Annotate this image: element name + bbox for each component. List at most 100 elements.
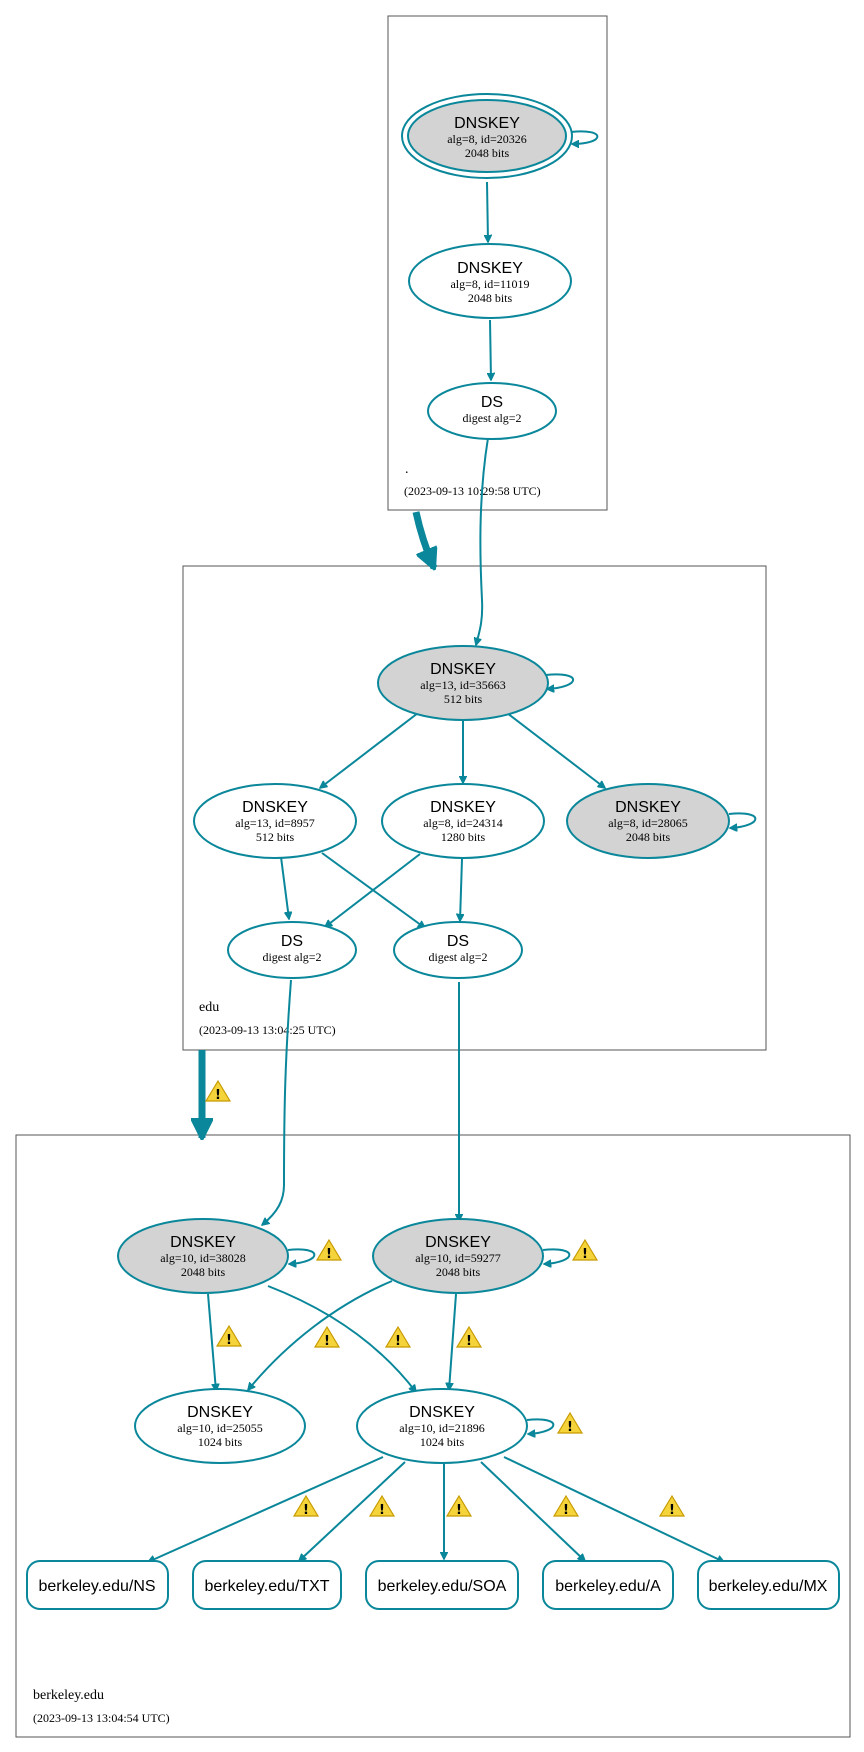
edu-ksk2-title: DNSKEY [615, 799, 681, 816]
root-ksk-bits: 2048 bits [465, 146, 510, 160]
record-a-node[interactable]: berkeley.edu/A [542, 1560, 674, 1610]
record-mx-node[interactable]: berkeley.edu/MX [697, 1560, 840, 1610]
edu-ksk-dnskey-node[interactable]: DNSKEY alg=13, id=35663 512 bits [377, 645, 549, 721]
edu-zsk2-bits: 1280 bits [441, 830, 486, 844]
edge-bk-ksk1-to-zsk1 [207, 1293, 216, 1391]
edu-ksk-bits: 512 bits [444, 692, 483, 706]
edge-edu-ds1-to-bk-ksk1 [262, 979, 292, 1225]
warning-icon-glyph: ! [582, 1247, 588, 1262]
edge-bk-ksk2-to-zsk1 [248, 1280, 393, 1390]
edge-edu-zsk2-to-ds1 [325, 853, 421, 927]
warning-icon[interactable]: ! [292, 1494, 320, 1518]
record-soa-label: berkeley.edu/SOA [378, 1578, 507, 1595]
edge-bk-zsk2-to-mx [503, 1456, 724, 1562]
edge-bk-zsk2-to-txt [299, 1461, 406, 1561]
bk-ksk1-bits: 2048 bits [181, 1265, 226, 1279]
record-ns-node[interactable]: berkeley.edu/NS [26, 1560, 169, 1610]
bk-zsk1-alg: alg=10, id=25055 [177, 1421, 263, 1435]
bk-zsk1-bits: 1024 bits [198, 1435, 243, 1449]
edge-root-zsk-to-ds [490, 319, 491, 380]
edu-ksk2-dnskey-node[interactable]: DNSKEY alg=8, id=28065 2048 bits [566, 783, 730, 859]
warning-icon-glyph: ! [466, 1334, 472, 1349]
bk-zsk2-bits: 1024 bits [420, 1435, 465, 1449]
edge-edu-zsk1-to-ds1 [280, 856, 289, 919]
root-zsk-alg: alg=8, id=11019 [450, 277, 529, 291]
warning-icon[interactable]: ! [384, 1325, 412, 1349]
edu-zsk2-title: DNSKEY [430, 799, 496, 816]
root-ds-title: DS [481, 394, 503, 411]
root-ds-digest: digest alg=2 [462, 411, 521, 425]
bk-ksk2-title: DNSKEY [425, 1234, 491, 1251]
bk-ksk1-dnskey-node[interactable]: DNSKEY alg=10, id=38028 2048 bits [117, 1218, 289, 1294]
warning-icon-glyph: ! [567, 1420, 573, 1435]
bk-ksk2-bits: 2048 bits [436, 1265, 481, 1279]
edge-bk-zsk2-to-a [480, 1461, 585, 1561]
warning-icon-glyph: ! [379, 1503, 385, 1518]
edge-root-ds-to-edu-ksk [476, 437, 489, 645]
warning-icon[interactable]: ! [552, 1494, 580, 1518]
bk-zsk2-alg: alg=10, id=21896 [399, 1421, 485, 1435]
edu-ksk-title: DNSKEY [430, 661, 496, 678]
record-txt-node[interactable]: berkeley.edu/TXT [192, 1560, 342, 1610]
edge-edu-zsk2-to-ds2 [460, 858, 462, 921]
edge-bk-ksk2-to-zsk2 [449, 1293, 457, 1390]
edge-root-ksk-self [570, 130, 599, 144]
record-ns-label: berkeley.edu/NS [38, 1578, 155, 1595]
warning-icon[interactable]: ! [204, 1079, 232, 1103]
edu-zsk2-alg: alg=8, id=24314 [423, 816, 503, 830]
edge-edu-ksk-to-ksk2 [506, 712, 605, 788]
warning-icon[interactable]: ! [455, 1325, 483, 1349]
record-soa-node[interactable]: berkeley.edu/SOA [365, 1560, 519, 1610]
warning-icon-glyph: ! [395, 1334, 401, 1349]
edu-zsk1-dnskey-node[interactable]: DNSKEY alg=13, id=8957 512 bits [193, 783, 357, 859]
edu-zsk1-bits: 512 bits [256, 830, 295, 844]
bk-zsk2-title: DNSKEY [409, 1404, 475, 1421]
edu-ds2-title: DS [447, 933, 469, 950]
warning-icon[interactable]: ! [313, 1325, 341, 1349]
warning-icon[interactable]: ! [556, 1411, 584, 1435]
bk-zsk1-dnskey-node[interactable]: DNSKEY alg=10, id=25055 1024 bits [134, 1388, 306, 1464]
root-zsk-title: DNSKEY [457, 260, 523, 277]
warning-icon-glyph: ! [226, 1333, 232, 1348]
warning-icon[interactable]: ! [315, 1238, 343, 1262]
record-mx-label: berkeley.edu/MX [709, 1578, 828, 1595]
edu-zsk2-dnskey-node[interactable]: DNSKEY alg=8, id=24314 1280 bits [381, 783, 545, 859]
edu-ds1-node[interactable]: DS digest alg=2 [227, 921, 357, 979]
edge-edu-ksk2-self [728, 812, 757, 828]
warning-icon-glyph: ! [669, 1503, 675, 1518]
root-ds-node[interactable]: DS digest alg=2 [427, 382, 557, 440]
bk-ksk2-dnskey-node[interactable]: DNSKEY alg=10, id=59277 2048 bits [372, 1218, 544, 1294]
bk-zsk1-title: DNSKEY [187, 1404, 253, 1421]
warning-icon[interactable]: ! [445, 1494, 473, 1518]
record-a-label: berkeley.edu/A [555, 1578, 661, 1595]
warning-icon-glyph: ! [563, 1503, 569, 1518]
warning-icon[interactable]: ! [658, 1494, 686, 1518]
root-zsk-dnskey-node[interactable]: DNSKEY alg=8, id=11019 2048 bits [408, 243, 572, 319]
edu-ksk-alg: alg=13, id=35663 [420, 678, 506, 692]
edu-ds1-title: DS [281, 933, 303, 950]
edu-ksk2-bits: 2048 bits [626, 830, 671, 844]
edge-bk-zsk2-self [526, 1418, 555, 1434]
warning-icon-glyph: ! [456, 1503, 462, 1518]
root-ksk-dnskey-node[interactable]: DNSKEY alg=8, id=20326 2048 bits [401, 93, 573, 179]
bk-ksk1-title: DNSKEY [170, 1234, 236, 1251]
warning-icons: !!!!!!!!!!!!! [204, 1079, 686, 1518]
warning-icon[interactable]: ! [368, 1494, 396, 1518]
warning-icon-glyph: ! [326, 1247, 332, 1262]
zone-edu-timestamp: (2023-09-13 13:04:25 UTC) [199, 1023, 336, 1037]
edge-bk-zsk2-to-ns [148, 1456, 384, 1562]
edge-bk-ksk1-self [287, 1248, 316, 1264]
zone-berkeley-timestamp: (2023-09-13 13:04:54 UTC) [33, 1711, 170, 1725]
warning-icon[interactable]: ! [571, 1238, 599, 1262]
edu-ds2-node[interactable]: DS digest alg=2 [393, 921, 523, 979]
zone-berkeley-name: berkeley.edu [33, 1688, 104, 1703]
record-txt-label: berkeley.edu/TXT [204, 1578, 329, 1595]
warning-icon-glyph: ! [324, 1334, 330, 1349]
root-ksk-alg: alg=8, id=20326 [447, 132, 527, 146]
edu-zsk1-alg: alg=13, id=8957 [235, 816, 315, 830]
bk-ksk1-alg: alg=10, id=38028 [160, 1251, 246, 1265]
warning-icon[interactable]: ! [215, 1324, 243, 1348]
zone-root-name: . [405, 462, 409, 477]
bk-zsk2-dnskey-node[interactable]: DNSKEY alg=10, id=21896 1024 bits [356, 1388, 528, 1464]
